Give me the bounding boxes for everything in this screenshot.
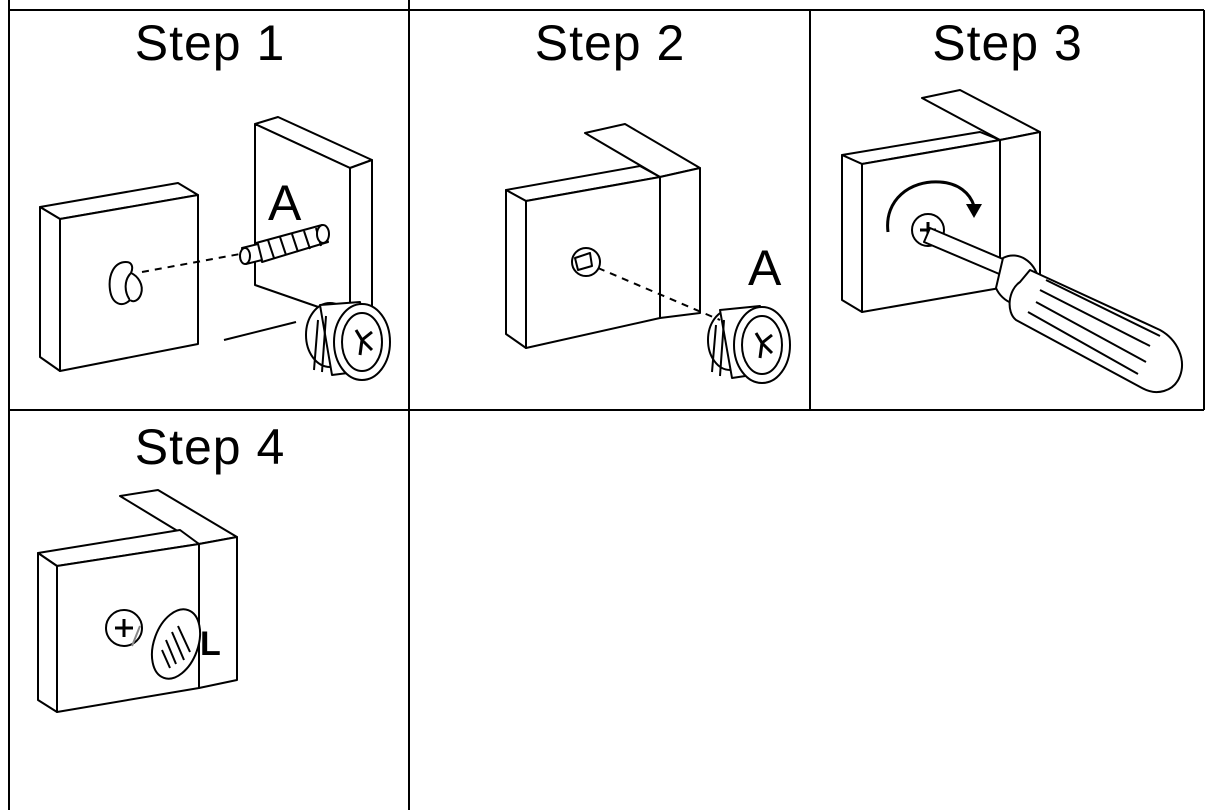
screw-head [105, 609, 143, 647]
joined-panels [505, 123, 701, 349]
cam-lock-fitting [305, 301, 391, 381]
rotate-arrow-icon [886, 180, 976, 233]
step-1-part-label: A [268, 175, 302, 231]
cover-cap-icon [150, 608, 202, 680]
dowel-A [239, 224, 330, 265]
cam-lock-fitting [707, 305, 791, 384]
step-4-cap-label: L [200, 625, 221, 663]
step-3-title: Step 3 [932, 15, 1083, 71]
step-2-title: Step 2 [534, 15, 686, 71]
joined-panels [37, 489, 238, 713]
step-4-title: Step 4 [134, 419, 286, 475]
step-2-part-label: A [748, 240, 782, 296]
panel-with-hole [39, 182, 199, 372]
panel-upright [254, 116, 373, 319]
screwdriver-icon [923, 227, 1183, 393]
step-1-title: Step 1 [134, 15, 286, 71]
